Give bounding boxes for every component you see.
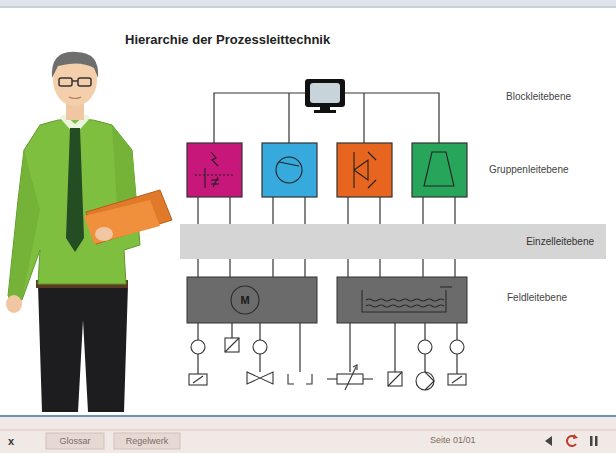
page-title: Hierarchie der Prozessleittechnik <box>125 32 330 47</box>
field-box <box>187 277 317 323</box>
level-name: Gruppenleitebene <box>489 164 569 175</box>
level-name: Feldleitebene <box>507 292 567 303</box>
level-band: Einzelleitebene <box>180 224 606 259</box>
group-box <box>187 143 242 197</box>
menu-button: Regelwerk <box>126 436 169 446</box>
back-icon <box>545 436 552 446</box>
close-button: x <box>8 435 14 447</box>
motor-letter: M <box>240 294 249 306</box>
page-counter: Seite 01/01 <box>430 435 476 445</box>
level-name: Blockleitebene <box>506 91 571 102</box>
tank-symbol <box>362 290 446 312</box>
level-name: Einzelleitebene <box>526 236 594 247</box>
group-box <box>412 143 467 197</box>
menu-button: Glossar <box>59 436 90 446</box>
motor-symbol <box>231 286 259 314</box>
hierarchy-drawing <box>0 0 480 410</box>
monitor-icon <box>305 79 345 113</box>
group-box <box>337 143 392 197</box>
field-box <box>337 277 467 323</box>
bottom-bar <box>0 416 616 453</box>
pause-icon <box>590 436 593 446</box>
group-box <box>262 143 317 197</box>
